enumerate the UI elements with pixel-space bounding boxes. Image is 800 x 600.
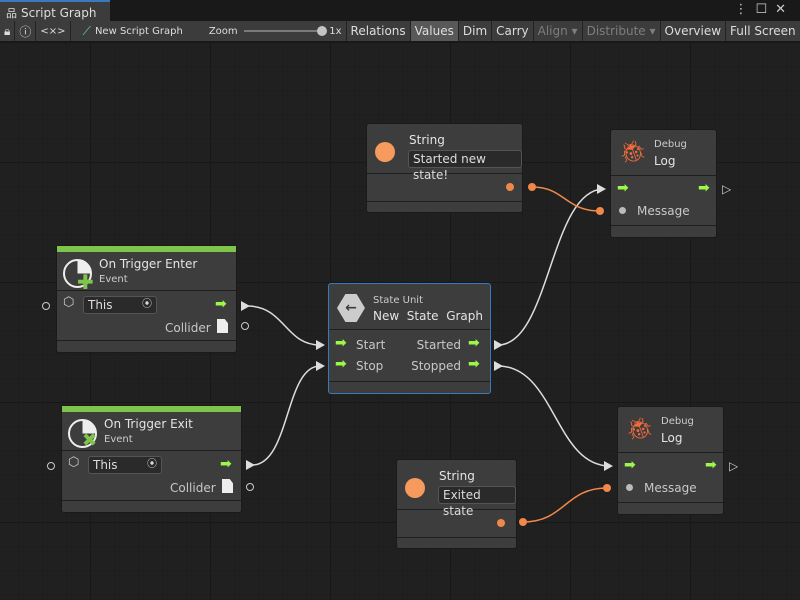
debug-log-node[interactable]: 🐞︎ Debug Log ➡ ➡ Message <box>617 406 724 515</box>
graph-icon: ⟋ <box>82 23 91 38</box>
string-icon <box>375 142 395 162</box>
collider-output-port[interactable] <box>246 483 254 491</box>
input-port[interactable] <box>42 302 50 310</box>
variables-button[interactable]: <×> <box>36 21 71 41</box>
stopped-output-arrow[interactable]: ➡ <box>468 356 480 372</box>
start-input-arrow[interactable]: ➡ <box>335 335 347 351</box>
target-field[interactable]: This⦿ <box>83 296 157 314</box>
message-port[interactable] <box>619 207 626 214</box>
string-node[interactable]: String Started new state! <box>366 123 523 213</box>
collider-output-port[interactable] <box>241 322 249 330</box>
close-icon[interactable]: ✕ <box>775 2 794 17</box>
info-button[interactable]: ⓘ <box>15 21 37 41</box>
log2-flow-input-port[interactable] <box>604 461 613 471</box>
stopped-output-port[interactable] <box>494 361 503 371</box>
string-value-input[interactable]: Exited state <box>438 486 516 518</box>
gameobject-icon: ⬡ <box>68 455 80 470</box>
state-icon: ← <box>337 294 365 322</box>
object-picker-icon: ⦿ <box>142 299 152 310</box>
on-trigger-enter-node[interactable]: ✚ On Trigger Enter Event ⬡ This⦿ ➡ Colli… <box>56 245 237 353</box>
string-output-port[interactable] <box>497 519 505 527</box>
zoom-value: 1x <box>329 25 342 37</box>
lock-button[interactable]: 🔒︎ <box>0 21 16 41</box>
bug-icon: 🐞︎ <box>619 140 647 165</box>
zoom-label: Zoom <box>208 25 238 37</box>
stop-input-arrow[interactable]: ➡ <box>335 356 347 372</box>
started-output-arrow[interactable]: ➡ <box>468 335 480 351</box>
kebab-icon[interactable]: ⋮ <box>734 2 756 17</box>
flow-output-port[interactable]: ▷ <box>722 182 732 196</box>
toolbar: 🔒︎ ⓘ <×> ⟋ New Script Graph Zoom 1x Rela… <box>0 21 800 42</box>
string-node[interactable]: String Exited state <box>396 459 517 549</box>
debug-log-node[interactable]: 🐞︎ Debug Log ➡ ➡ Message <box>610 129 717 238</box>
graph-name-link[interactable]: New Script Graph <box>94 25 183 37</box>
info-icon: ⓘ <box>19 24 32 39</box>
overview-button[interactable]: Overview <box>661 21 727 41</box>
distribute-dropdown[interactable]: Distribute ▾ <box>583 21 661 41</box>
maximize-icon[interactable]: ☐ <box>755 2 776 17</box>
zoom-slider[interactable] <box>243 26 328 36</box>
object-picker-icon: ⦿ <box>147 459 157 470</box>
string-value-input[interactable]: Started new state! <box>408 150 522 182</box>
carry-button[interactable]: Carry <box>492 21 534 41</box>
start-input-port[interactable] <box>316 340 325 350</box>
lock-icon: 🔒︎ <box>4 23 11 38</box>
flow-output-arrow[interactable]: ➡ <box>698 180 710 196</box>
align-dropdown[interactable]: Align ▾ <box>534 21 583 41</box>
collider-icon <box>222 479 233 493</box>
flow-output-arrow[interactable]: ➡ <box>215 296 227 312</box>
values-button[interactable]: Values <box>410 21 459 41</box>
stop-input-port[interactable] <box>316 361 325 371</box>
input-port[interactable] <box>47 462 55 470</box>
hierarchy-icon: 品 <box>6 7 17 20</box>
flow-input-arrow[interactable]: ➡ <box>624 457 636 473</box>
flow-output-port[interactable] <box>246 460 255 470</box>
target-field[interactable]: This⦿ <box>88 456 162 474</box>
trigger-exit-icon <box>68 419 97 448</box>
graph-breadcrumb: ⟋ New Script Graph Zoom 1x <box>71 21 347 41</box>
flow-output-arrow[interactable]: ➡ <box>220 456 232 472</box>
plus-icon: ✚ <box>77 270 94 294</box>
string-output-port[interactable] <box>506 183 514 191</box>
trigger-enter-icon <box>63 259 92 288</box>
dim-button[interactable]: Dim <box>459 21 493 41</box>
started-output-port[interactable] <box>494 340 503 350</box>
fullscreen-button[interactable]: Full Screen <box>726 21 800 41</box>
flow-output-port[interactable] <box>241 301 250 311</box>
event-bar <box>57 246 236 252</box>
collider-icon <box>217 319 228 333</box>
bug-icon: 🐞︎ <box>626 417 654 442</box>
zoom-slider-handle[interactable] <box>317 26 328 36</box>
gameobject-icon: ⬡ <box>63 295 75 310</box>
log1-flow-input-port[interactable] <box>597 184 606 194</box>
flow-output-arrow[interactable]: ➡ <box>705 457 717 473</box>
event-bar <box>62 406 241 412</box>
on-trigger-exit-node[interactable]: ✖ On Trigger Exit Event ⬡ This⦿ ➡ Collid… <box>61 405 242 513</box>
message-port[interactable] <box>626 484 633 491</box>
x-icon: ✖ <box>82 430 98 451</box>
flow-input-arrow[interactable]: ➡ <box>617 180 629 196</box>
relations-button[interactable]: Relations <box>347 21 411 41</box>
flow-output-port[interactable]: ▷ <box>729 459 739 473</box>
state-unit-node[interactable]: ← State Unit New State Graph ➡ Start Sta… <box>328 283 491 394</box>
string-icon <box>405 478 425 498</box>
